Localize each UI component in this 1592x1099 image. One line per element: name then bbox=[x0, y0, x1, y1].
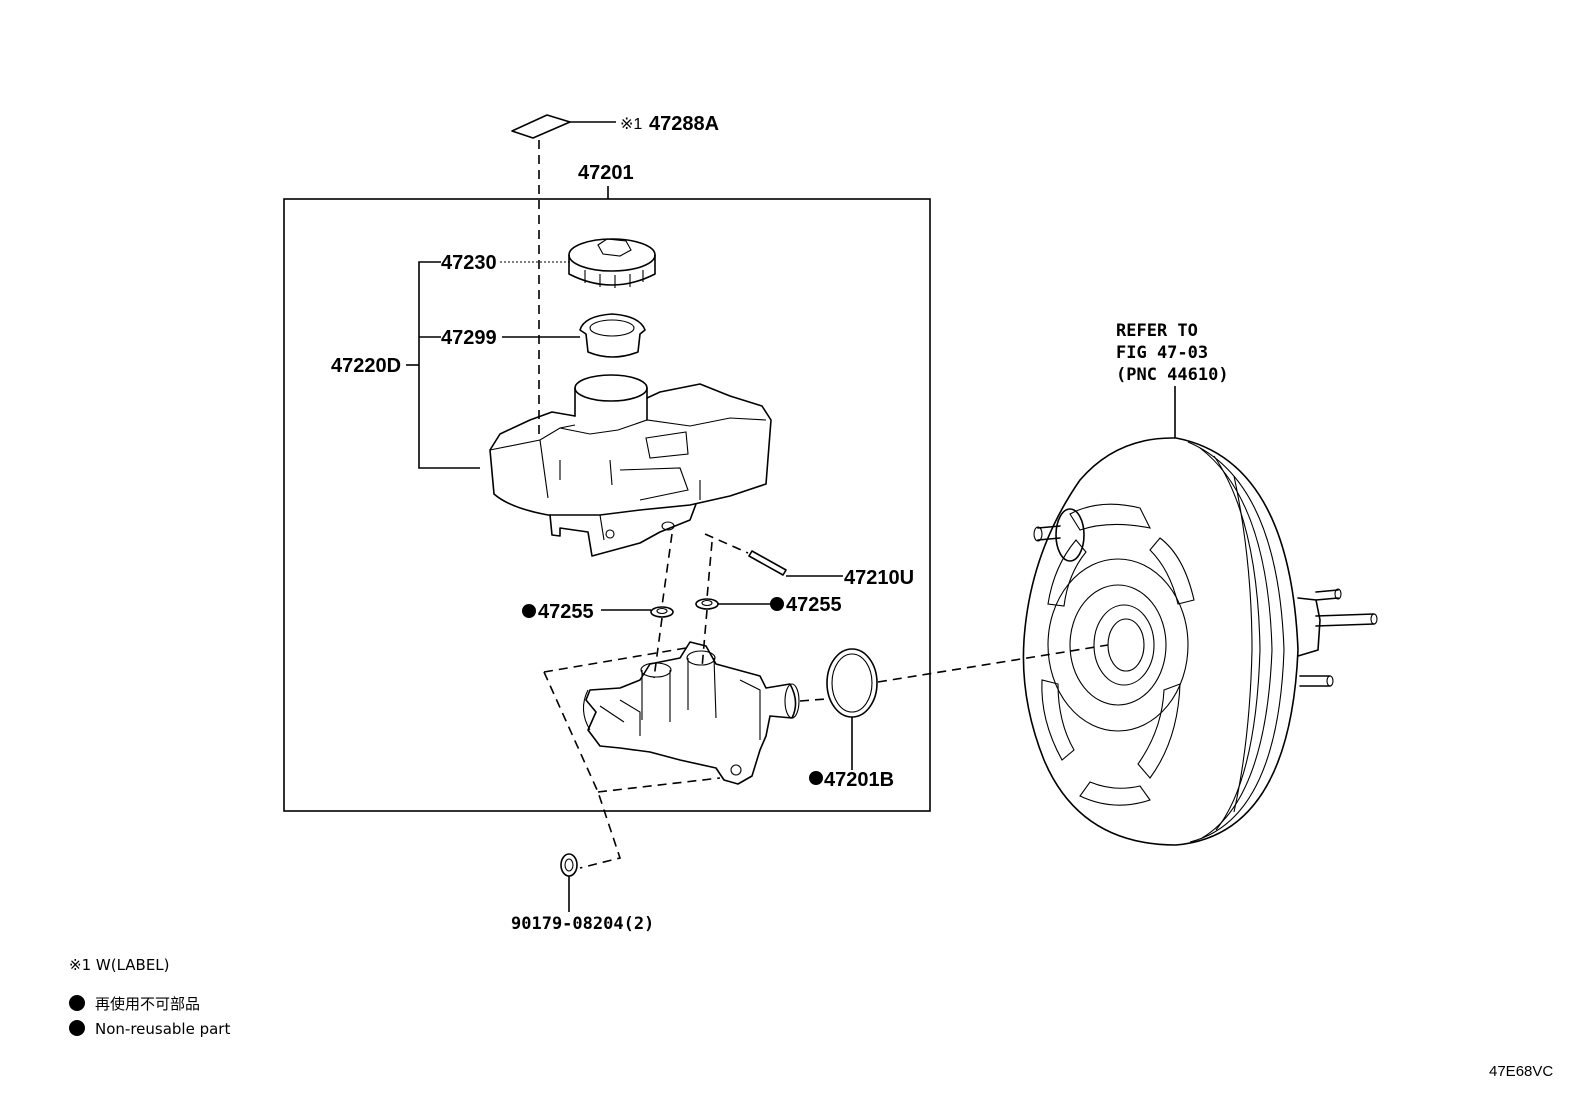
refer-line-3[interactable]: (PNC 44610) bbox=[1116, 365, 1229, 385]
label-47210U[interactable]: 47210U bbox=[844, 567, 914, 589]
label-47230[interactable]: 47230 bbox=[441, 252, 497, 274]
grommet-left-part bbox=[601, 606, 674, 618]
nonreusable-dot-oring bbox=[809, 771, 823, 785]
label-90179-08204[interactable]: 90179-08204(2) bbox=[511, 914, 654, 934]
label-47299[interactable]: 47299 bbox=[441, 327, 497, 349]
label-marker-1: ※1 bbox=[620, 116, 642, 133]
reservoir-tank-part bbox=[489, 374, 772, 557]
label-47255-left[interactable]: 47255 bbox=[538, 601, 594, 623]
refer-line-2: FIG 47-03 bbox=[1116, 343, 1208, 363]
label-note: ※1 W(LABEL) bbox=[69, 956, 170, 974]
legend-dot-en bbox=[69, 1020, 85, 1036]
label-sticker-part bbox=[511, 114, 616, 440]
label-47220D[interactable]: 47220D bbox=[331, 355, 401, 377]
label-47288A[interactable]: 47288A bbox=[649, 113, 719, 135]
grommet-right-part bbox=[695, 598, 770, 610]
legend-nonreusable-jp: 再使用不可部品 bbox=[95, 995, 200, 1013]
nut-part bbox=[560, 853, 578, 912]
legend-dot-jp bbox=[69, 995, 85, 1011]
oring-part bbox=[826, 648, 878, 770]
nonreusable-dot-right bbox=[770, 597, 784, 611]
label-47255-right[interactable]: 47255 bbox=[786, 594, 842, 616]
assembly-box bbox=[283, 198, 931, 812]
pin-part bbox=[704, 533, 843, 577]
refer-line-1: REFER TO bbox=[1116, 321, 1198, 341]
master-cylinder-part bbox=[582, 641, 800, 785]
strainer-part bbox=[579, 313, 646, 358]
label-47201B[interactable]: 47201B bbox=[824, 769, 894, 791]
label-47201[interactable]: 47201 bbox=[578, 162, 634, 184]
reservoir-cap-part bbox=[568, 238, 656, 288]
figure-code: 47E68VC bbox=[1489, 1063, 1553, 1080]
nonreusable-dot-left bbox=[522, 604, 536, 618]
legend-nonreusable-en: Non-reusable part bbox=[95, 1020, 230, 1038]
brake-booster-part bbox=[1022, 386, 1378, 846]
